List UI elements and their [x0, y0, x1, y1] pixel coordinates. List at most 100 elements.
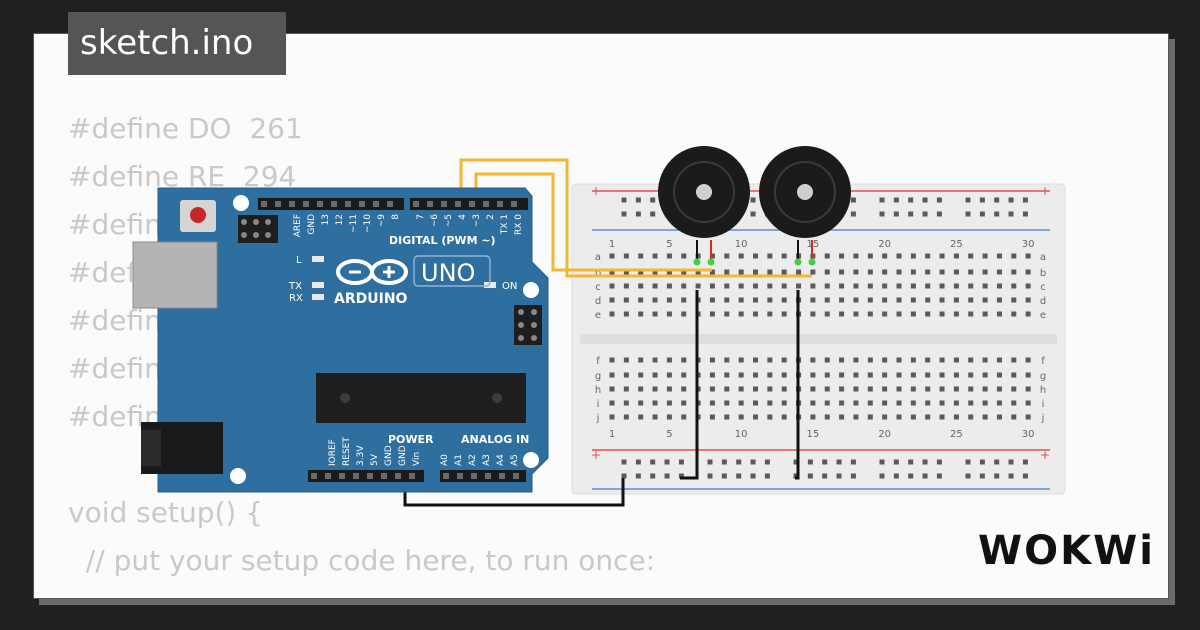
breadboard-hole[interactable] — [810, 283, 816, 289]
header-pin[interactable] — [497, 201, 503, 207]
breadboard-hole[interactable] — [939, 400, 945, 406]
rail-hole[interactable] — [908, 459, 914, 465]
breadboard-hole[interactable] — [666, 372, 672, 378]
rail-hole[interactable] — [979, 197, 985, 203]
rail-hole[interactable] — [850, 211, 856, 217]
breadboard-hole[interactable] — [996, 297, 1002, 303]
breadboard-hole[interactable] — [1011, 283, 1017, 289]
rail-hole[interactable] — [650, 197, 656, 203]
breadboard-hole[interactable] — [652, 297, 658, 303]
breadboard-hole[interactable] — [882, 269, 888, 275]
breadboard-hole[interactable] — [781, 386, 787, 392]
breadboard-hole[interactable] — [609, 386, 615, 392]
breadboard-hole[interactable] — [910, 283, 916, 289]
breadboard-hole[interactable] — [810, 357, 816, 363]
rail-hole[interactable] — [922, 459, 928, 465]
breadboard-hole[interactable] — [681, 283, 687, 289]
breadboard-hole[interactable] — [839, 372, 845, 378]
rail-hole[interactable] — [879, 197, 885, 203]
breadboard-hole[interactable] — [638, 357, 644, 363]
rail-hole[interactable] — [1008, 197, 1014, 203]
rail-hole[interactable] — [879, 211, 885, 217]
rail-hole[interactable] — [635, 197, 641, 203]
breadboard-hole[interactable] — [968, 283, 974, 289]
breadboard-hole[interactable] — [925, 386, 931, 392]
breadboard-hole[interactable] — [996, 253, 1002, 259]
rail-hole[interactable] — [664, 459, 670, 465]
breadboard-hole[interactable] — [681, 311, 687, 317]
breadboard-hole[interactable] — [939, 386, 945, 392]
rail-hole[interactable] — [664, 473, 670, 479]
buzzer-1[interactable] — [658, 146, 750, 266]
rail-hole[interactable] — [764, 459, 770, 465]
rail-hole[interactable] — [1022, 473, 1028, 479]
breadboard-hole[interactable] — [781, 283, 787, 289]
breadboard-hole[interactable] — [638, 283, 644, 289]
header-pin[interactable] — [359, 201, 365, 207]
rail-hole[interactable] — [807, 459, 813, 465]
breadboard-hole[interactable] — [767, 372, 773, 378]
breadboard-hole[interactable] — [839, 269, 845, 275]
breadboard-hole[interactable] — [767, 269, 773, 275]
breadboard-hole[interactable] — [953, 253, 959, 259]
breadboard-hole[interactable] — [896, 269, 902, 275]
rail-hole[interactable] — [1008, 473, 1014, 479]
breadboard-hole[interactable] — [882, 297, 888, 303]
rail-hole[interactable] — [936, 197, 942, 203]
rail-hole[interactable] — [736, 473, 742, 479]
breadboard-hole[interactable] — [652, 253, 658, 259]
breadboard-hole[interactable] — [968, 297, 974, 303]
rail-hole[interactable] — [979, 473, 985, 479]
breadboard-hole[interactable] — [709, 372, 715, 378]
wire-yellow-pin4[interactable] — [459, 158, 812, 278]
rail-hole[interactable] — [836, 459, 842, 465]
rail-hole[interactable] — [994, 197, 1000, 203]
breadboard-hole[interactable] — [968, 386, 974, 392]
breadboard-hole[interactable] — [781, 400, 787, 406]
breadboard-hole[interactable] — [824, 297, 830, 303]
breadboard-hole[interactable] — [781, 311, 787, 317]
breadboard-hole[interactable] — [910, 386, 916, 392]
header-pin[interactable] — [511, 201, 517, 207]
breadboard-hole[interactable] — [867, 400, 873, 406]
header-pin[interactable] — [339, 473, 345, 479]
breadboard-hole[interactable] — [666, 297, 672, 303]
rail-hole[interactable] — [750, 459, 756, 465]
rail-hole[interactable] — [836, 473, 842, 479]
header-pin[interactable] — [513, 473, 519, 479]
breadboard-hole[interactable] — [1025, 386, 1031, 392]
rail-hole[interactable] — [936, 473, 942, 479]
breadboard-hole[interactable] — [996, 269, 1002, 275]
breadboard-hole[interactable] — [853, 253, 859, 259]
breadboard-hole[interactable] — [623, 372, 629, 378]
breadboard-hole[interactable] — [853, 311, 859, 317]
breadboard-hole[interactable] — [867, 357, 873, 363]
header-pin[interactable] — [353, 473, 359, 479]
breadboard-hole[interactable] — [1025, 414, 1031, 420]
breadboard-hole[interactable] — [839, 283, 845, 289]
header-pin[interactable] — [427, 201, 433, 207]
rail-hole[interactable] — [736, 459, 742, 465]
breadboard-hole[interactable] — [882, 253, 888, 259]
breadboard-hole[interactable] — [953, 283, 959, 289]
breadboard-hole[interactable] — [738, 414, 744, 420]
breadboard-hole[interactable] — [824, 253, 830, 259]
breadboard-hole[interactable] — [982, 311, 988, 317]
breadboard-hole[interactable] — [1011, 297, 1017, 303]
rail-hole[interactable] — [893, 197, 899, 203]
breadboard-hole[interactable] — [1025, 400, 1031, 406]
breadboard-hole[interactable] — [781, 414, 787, 420]
breadboard-hole[interactable] — [925, 357, 931, 363]
rail-hole[interactable] — [965, 197, 971, 203]
breadboard-hole[interactable] — [982, 400, 988, 406]
rail-hole[interactable] — [764, 473, 770, 479]
breadboard-hole[interactable] — [666, 357, 672, 363]
breadboard-hole[interactable] — [824, 283, 830, 289]
header-pin[interactable] — [455, 201, 461, 207]
rail-hole[interactable] — [621, 197, 627, 203]
breadboard-hole[interactable] — [1025, 311, 1031, 317]
breadboard-hole[interactable] — [738, 253, 744, 259]
header-pin[interactable] — [499, 473, 505, 479]
breadboard-hole[interactable] — [709, 400, 715, 406]
rail-hole[interactable] — [621, 211, 627, 217]
